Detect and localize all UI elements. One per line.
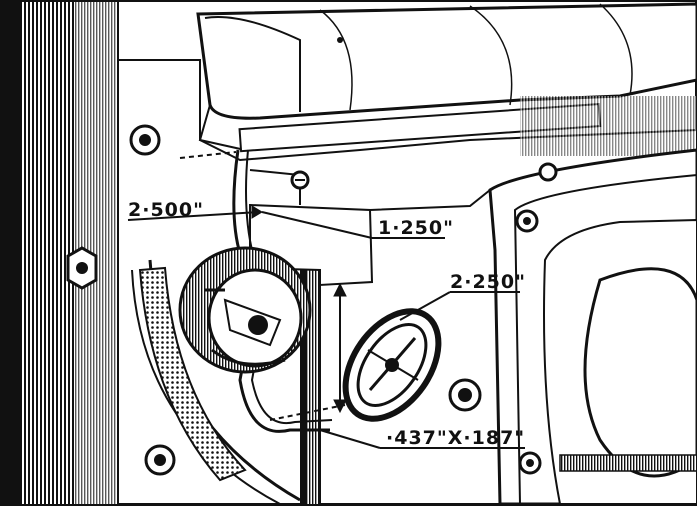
nut-top-left — [129, 124, 161, 156]
nut-bottom-left — [144, 444, 176, 476]
coiled-cable — [138, 266, 247, 482]
disc-right — [342, 308, 442, 422]
screw-top — [290, 170, 310, 190]
dimension-label-2250: 2·250" — [450, 271, 526, 293]
cover-housing — [488, 148, 697, 506]
dimension-label-slot: ·437"X·187" — [386, 427, 525, 449]
left-column — [2, 2, 119, 504]
nut-cover-top — [515, 209, 539, 233]
dimension-label-1250: 1·250" — [378, 217, 454, 239]
nut-left — [66, 246, 98, 290]
dimension-label-2500: 2·500" — [128, 199, 204, 221]
screw-right — [538, 162, 558, 182]
oil-tray — [196, 2, 697, 156]
dimension-lines — [127, 151, 525, 449]
nut-center — [448, 378, 482, 412]
nut-cover-bottom — [518, 451, 542, 475]
pulley-left — [178, 246, 312, 374]
fasteners — [66, 124, 558, 476]
